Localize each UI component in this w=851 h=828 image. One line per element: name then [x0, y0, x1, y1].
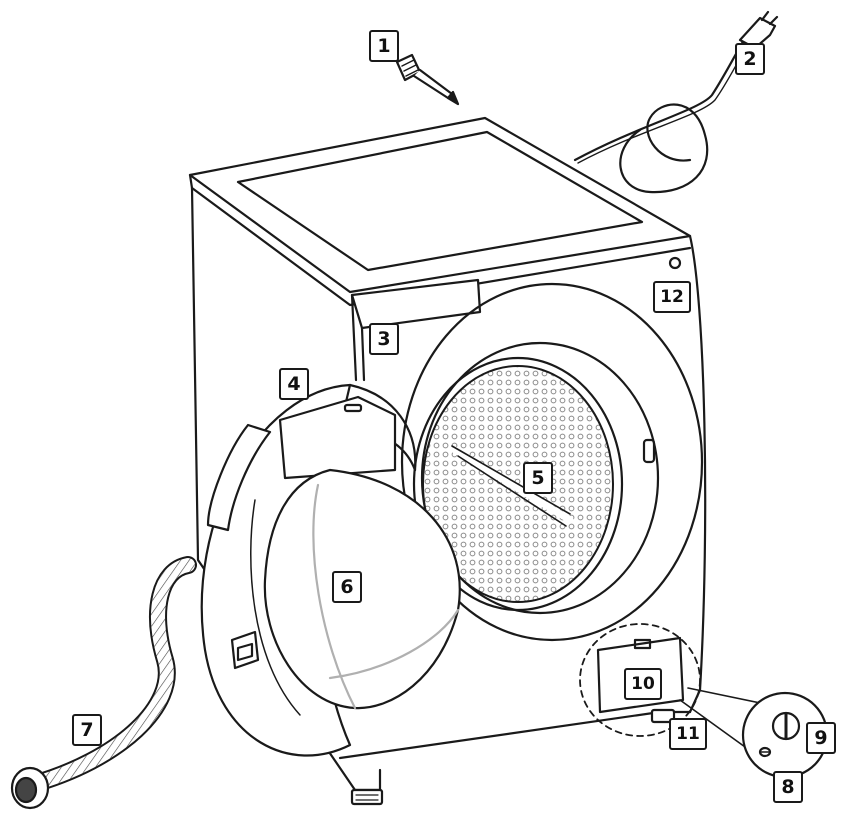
transit-bolt: [397, 55, 458, 104]
callout-3: 3: [369, 323, 399, 355]
callout-12: 12: [653, 281, 691, 313]
callout-6: 6: [332, 571, 362, 603]
callout-1: 1: [369, 30, 399, 62]
drain-hose: [12, 565, 188, 808]
callout-9: 9: [806, 722, 836, 754]
callout-11: 11: [669, 718, 707, 750]
power-button: [670, 258, 680, 268]
callout-5: 5: [523, 462, 553, 494]
feet: [352, 710, 674, 804]
callout-10: 10: [624, 668, 662, 700]
callout-8: 8: [773, 771, 803, 803]
callout-2: 2: [735, 43, 765, 75]
callout-4: 4: [279, 368, 309, 400]
power-cord: [575, 12, 777, 192]
callout-7: 7: [72, 714, 102, 746]
